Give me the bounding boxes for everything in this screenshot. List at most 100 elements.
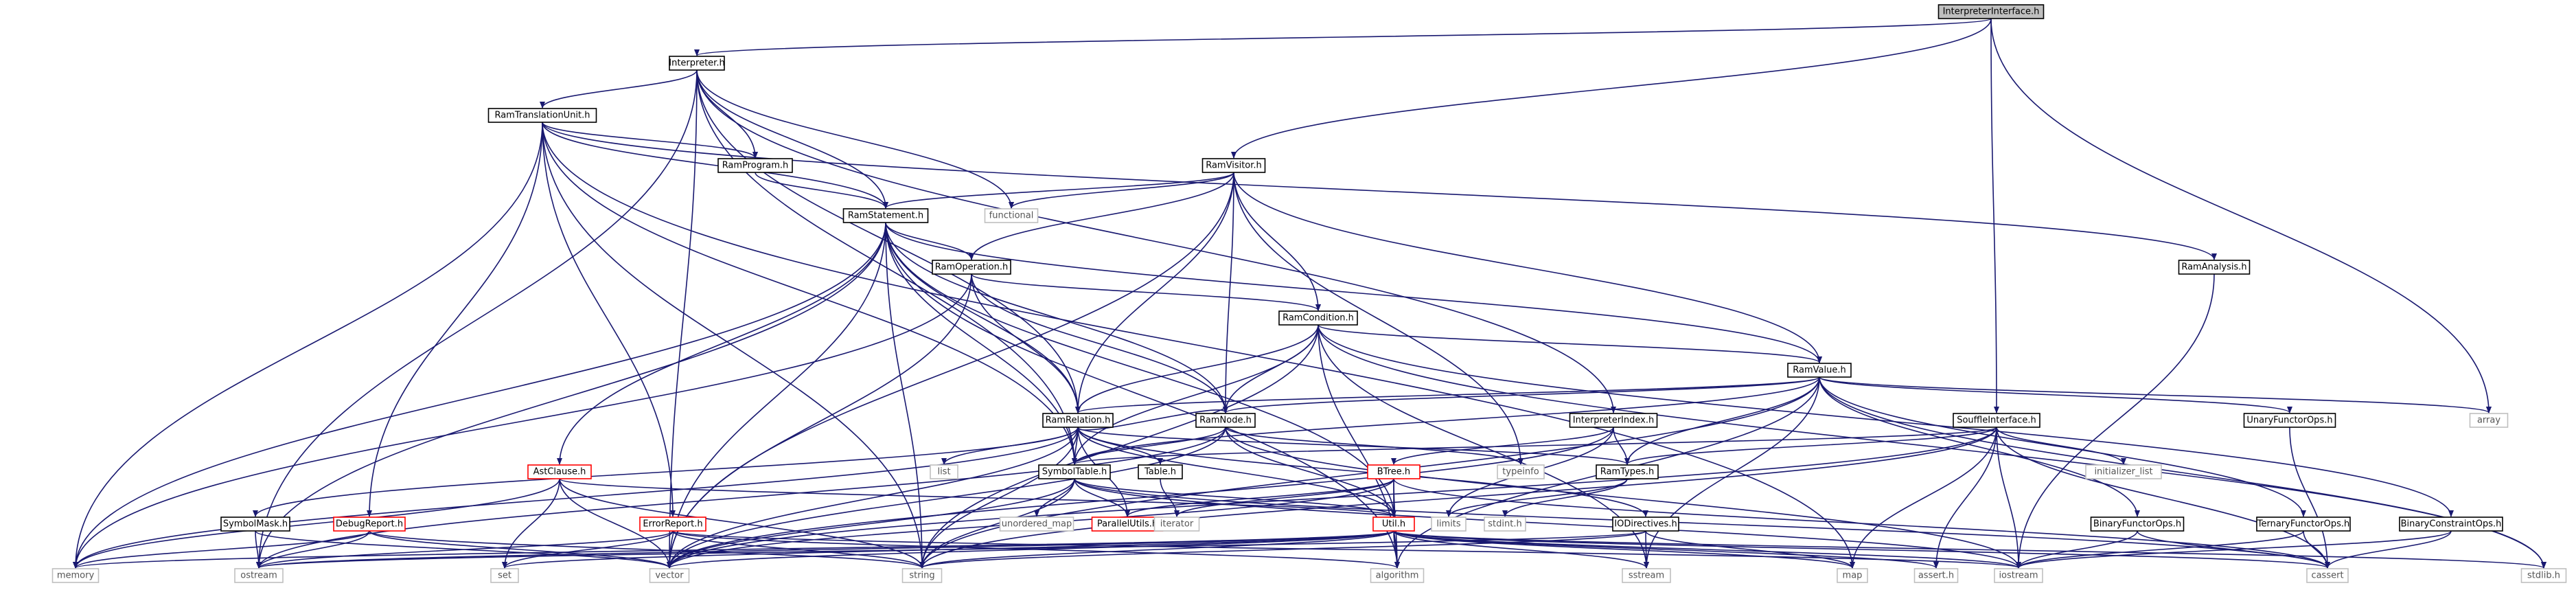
node-ramtypes[interactable]: RamTypes.h [1596,464,1659,479]
node-label-ramanalysis: RamAnalysis.h [2181,262,2246,273]
edge-ramprogram-to-ramstatement [755,172,888,209]
node-box-souffleinterface [1953,413,2040,428]
node-label-astclause: AstClause.h [533,467,586,477]
edge-ramvisitor-to-ramnode [1223,172,1234,413]
node-binaryconstraintops[interactable]: BinaryConstraintOps.h [2399,517,2503,532]
node-box-unaryfunctorops [2243,413,2336,428]
node-label-algorithm: algorithm [1376,571,1419,581]
edges-layer [73,18,2546,569]
node-box-ramcondition [1278,310,1358,326]
node-ramoperation[interactable]: RamOperation.h [932,260,1011,275]
node-iodirectives[interactable]: IODirectives.h [1612,517,1679,532]
node-label-vector: vector [655,571,684,581]
node-ramprogram[interactable]: RamProgram.h [717,158,793,173]
edge-binaryconstraintops-to-cassert [2325,530,2452,569]
node-astclause[interactable]: AstClause.h [527,464,592,479]
node-label-ramrelation: RamRelation.h [1046,416,1111,426]
edge-interpreterindex-to-btree [1391,427,1614,465]
node-label-interpreterindex: InterpreterIndex.h [1573,416,1654,426]
edge-utilh-to-map [1393,530,1855,569]
node-ramnode[interactable]: RamNode.h [1195,413,1256,428]
node-box-ternaryfunctorops [2256,517,2351,532]
edge-souffleinterface-to-stringh [919,427,1997,569]
edge-btree-to-parallelutils [1125,478,1394,517]
node-box-ramrelation [1042,413,1114,428]
node-label-ramtranslationunit: RamTranslationUnit.h [494,111,590,121]
edge-ramstatement-to-utilh [885,222,1396,517]
edge-utilh-to-iostream [1393,530,2021,569]
node-interpreterinterface[interactable]: InterpreterInterface.h [1937,4,2045,19]
node-label-typeinfo: typeinfo [1502,467,1539,477]
node-binaryfunctorops[interactable]: BinaryFunctorOps.h [2090,517,2185,532]
edge-souffleinterface-to-asserth [1933,427,1997,569]
edge-ramtranslationunit-to-debugreport [367,122,543,517]
edge-unaryfunctorops-to-cassert [2289,427,2330,569]
edge-ramvalue-to-ramrelation [1075,376,1820,413]
node-debugreport[interactable]: DebugReport.h [333,517,406,532]
node-box-ramtranslationunit [487,108,597,123]
node-stdint: stdint.h [1484,517,1526,532]
edge-ramrelation-to-iodirectives [1077,427,1648,517]
edge-symboltable-to-utilh [1074,478,1396,517]
node-box-debugreport [333,517,406,532]
node-box-binaryconstraintops [2399,517,2503,532]
node-label-ramvalue: RamValue.h [1793,365,1845,376]
node-ternaryfunctorops[interactable]: TernaryFunctorOps.h [2256,517,2351,532]
node-label-binaryfunctorops: BinaryFunctorOps.h [2093,519,2181,530]
node-label-stringh: string [909,571,934,581]
node-label-binaryconstraintops: BinaryConstraintOps.h [2401,519,2502,530]
edge-ramvalue-to-symboltable [1072,376,1820,465]
edge-errorreport-to-ostream [256,530,674,569]
node-label-ramtypes: RamTypes.h [1600,467,1654,477]
edge-ramstatement-to-vector [667,222,886,569]
node-box-iterator [1153,517,1200,532]
edge-utilh-to-stdlib [1393,530,2546,569]
node-ramvisitor[interactable]: RamVisitor.h [1201,158,1266,173]
edge-ramvisitor-to-ramstatement [883,172,1234,209]
edge-ramstatement-to-ramnode [885,222,1228,413]
node-ramstatement[interactable]: RamStatement.h [842,208,929,223]
edge-ramstatement-to-symboltable [885,222,1077,465]
nodes-layer: InterpreterInterface.hInterpreter.hRamTr… [51,4,2567,583]
edge-astclause-to-stringh [559,478,925,569]
node-vector: vector [649,568,690,583]
node-stringh: string [901,568,943,583]
node-unaryfunctorops[interactable]: UnaryFunctorOps.h [2243,413,2336,428]
node-label-iodirectives: IODirectives.h [1614,519,1677,530]
edge-ramcondition-to-ramvalue [1318,324,1822,363]
edge-ramcondition-to-binaryconstraintops [1318,324,2454,517]
node-ramcondition[interactable]: RamCondition.h [1278,310,1358,326]
node-ramrelation[interactable]: RamRelation.h [1042,413,1114,428]
node-box-interpreter [669,56,725,71]
edge-ramtranslationunit-to-errorreport [542,122,676,517]
node-label-map: map [1843,571,1863,581]
node-box-sstream [1622,568,1671,583]
node-ramanalysis[interactable]: RamAnalysis.h [2178,260,2251,275]
edge-interpreterinterface-to-interpreter [694,18,1992,56]
node-tableh[interactable]: Table.h [1138,464,1183,479]
node-interpreterindex[interactable]: InterpreterIndex.h [1569,413,1658,428]
node-set: set [490,568,519,583]
node-symbolmask[interactable]: SymbolMask.h [220,517,290,532]
node-errorreport[interactable]: ErrorReport.h [639,517,706,532]
node-symboltable[interactable]: SymbolTable.h [1038,464,1111,479]
edge-ramvisitor-to-typeinfo [1233,172,1523,465]
node-label-btree: BTree.h [1377,467,1410,477]
node-box-ostream [234,568,284,583]
node-box-algorithm [1370,568,1425,583]
edge-astclause-to-set [502,478,560,569]
edge-ramvalue-to-array [1819,376,2492,413]
node-parallelutils[interactable]: ParallelUtils.h [1091,517,1164,532]
node-ramvalue[interactable]: RamValue.h [1787,363,1852,378]
edge-interpreter-to-interpreterindex [696,69,1616,413]
node-box-array [2469,413,2509,428]
edge-ramstatement-to-ramoperation [885,222,974,260]
node-label-cassert: cassert [2311,571,2343,581]
edge-souffleinterface-to-map [1850,427,1997,569]
node-ramtranslationunit[interactable]: RamTranslationUnit.h [487,108,597,123]
node-utilh[interactable]: Util.h [1372,517,1415,532]
node-label-parallelutils: ParallelUtils.h [1097,519,1158,530]
node-souffleinterface[interactable]: SouffleInterface.h [1953,413,2040,428]
node-interpreter[interactable]: Interpreter.h [669,56,725,71]
node-btree[interactable]: BTree.h [1367,464,1421,479]
